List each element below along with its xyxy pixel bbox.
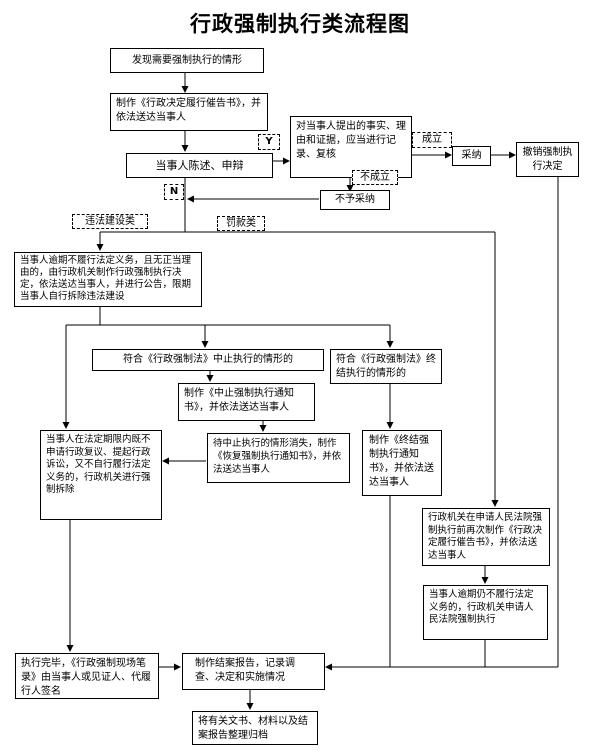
label-not-established: 不成立 [352, 170, 398, 185]
node-discover: 发现需要强制执行的情形 [110, 48, 264, 73]
node-statement: 当事人陈述、申辩 [126, 153, 273, 178]
node-terminate-case: 符合《行政强制法》终结执行的情形的 [330, 349, 442, 384]
node-terminate-notice: 制作《终结强制执行通知书》，并依法送达当事人 [362, 430, 442, 496]
label-no: N [164, 184, 184, 200]
node-court-notice: 行政机关在申请人民法院强制执行前再次制作《行政决定履行催告书》，并依法送达当事人 [422, 508, 550, 566]
label-fine: 罚款类 [217, 216, 265, 231]
node-notice: 制作《行政决定履行催告书》，并依法送达当事人 [110, 93, 268, 131]
label-established: 成立 [412, 132, 452, 148]
node-court-apply: 当事人逾期仍不履行法定义务的，行政机关申请人民法院强制执行 [423, 585, 548, 640]
node-resume-notice: 待中止执行的情形消失，制作《恢复强制执行通知书》，并依法送达当事人 [207, 433, 350, 483]
node-adopt: 采纳 [452, 146, 491, 166]
node-force-demolish: 当事人在法定期限内既不申请行政复议、提起行政诉讼，又不自行履行法定义务的，行政机… [40, 430, 162, 520]
label-illegal-building: 违法建设类 [72, 214, 148, 229]
node-suspend-case: 符合《行政强制法》中止执行的情形的 [92, 349, 324, 371]
node-demolish-decision: 当事人逾期不履行法定义务，且无正当理由的，由行政机关制作行政强制执行决定，依法送… [14, 252, 202, 307]
node-revoke: 撤销强制执行决定 [516, 142, 579, 177]
label-yes: Y [258, 134, 280, 150]
node-review: 对当事人提出的事实、理由和证据，应当进行记录、复核 [290, 116, 412, 178]
node-execute-done: 执行完毕，《行政强制现场笔录》由当事人或见证人、代履行人签名 [15, 653, 159, 699]
node-archive: 将有关文书、材料以及结案报告整理归档 [192, 711, 318, 745]
node-report: 制作结案报告，记录调查、决定和实施情况 [182, 653, 325, 690]
page-title: 行政强制执行类流程图 [190, 11, 410, 36]
node-suspend-notice: 制作《中止强制执行通知书》，并依法送达当事人 [178, 383, 315, 421]
node-reject: 不予采纳 [320, 190, 390, 210]
